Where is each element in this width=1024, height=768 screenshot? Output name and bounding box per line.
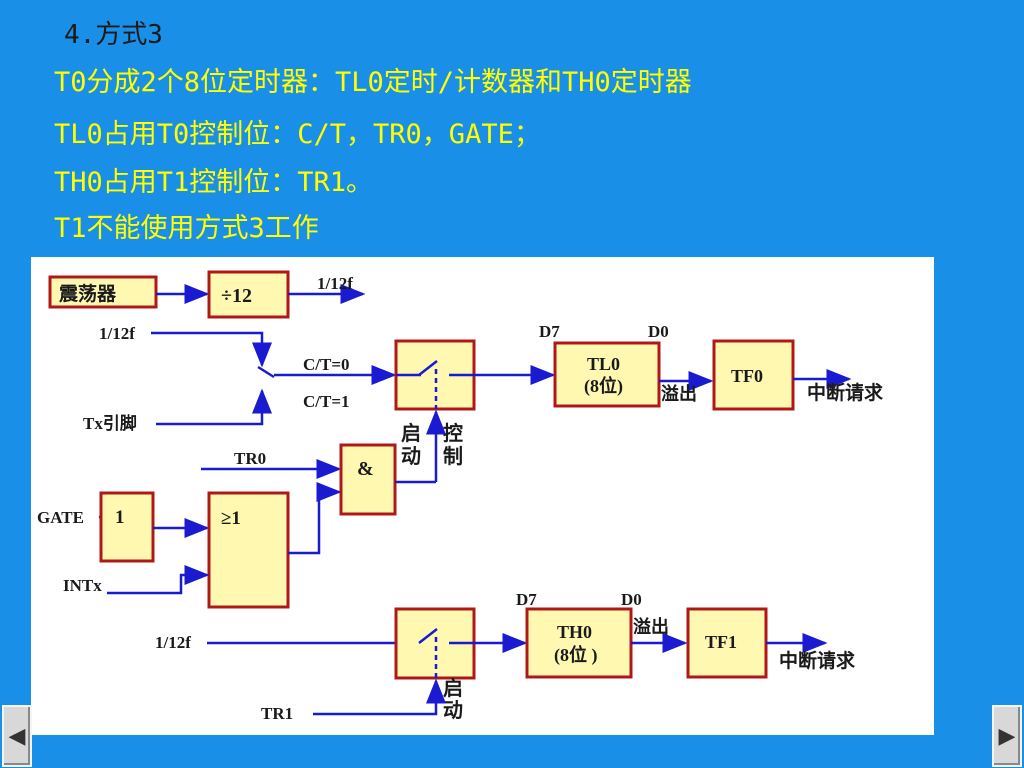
start-bottom-label-1: 启 xyxy=(443,676,463,700)
description-line-1: T0分成2个8位定时器：TL0定时/计数器和TH0定时器 xyxy=(54,67,692,98)
irq-top-label: 中断请求 xyxy=(807,381,884,404)
description-line-2: TL0占用T0控制位：C/T，TR0，GATE； xyxy=(54,119,541,150)
tf1-label: TF1 xyxy=(705,632,737,652)
tx-pin-label: Tx引脚 xyxy=(83,413,137,433)
gate-label: GATE xyxy=(37,508,84,527)
and-gate-box xyxy=(339,443,397,516)
or-gate-label: ≥1 xyxy=(221,508,241,529)
or-gate-box xyxy=(207,491,290,609)
divider-label: ÷12 xyxy=(221,285,252,307)
description-line-3: TH0占用T1控制位：TR1。 xyxy=(54,167,374,198)
oscillator-label: 震荡器 xyxy=(59,282,117,305)
diagram-canvas: 震荡器 ÷12 1/12f 1/12f C/T=0 C/T=1 Tx引脚 D7 … xyxy=(37,270,884,723)
start-label-2: 动 xyxy=(401,445,421,468)
d7-bottom-label: D7 xyxy=(516,590,537,609)
overflow-top-label: 溢出 xyxy=(661,383,697,404)
tf0-flag-box xyxy=(712,339,795,411)
irq-bottom-label: 中断请求 xyxy=(779,649,856,672)
tl0-label-1: TL0 xyxy=(587,354,620,374)
not-gate-label: 1 xyxy=(115,507,125,528)
tr1-wire xyxy=(313,683,438,716)
tr1-label: TR1 xyxy=(261,704,293,723)
next-slide-button[interactable]: ▶ xyxy=(992,705,1022,767)
or-to-and-wire xyxy=(288,482,342,555)
out-freq-label: 1/12f xyxy=(317,274,353,293)
tr0-label: TR0 xyxy=(234,449,266,468)
tx-pin-wire xyxy=(156,393,264,426)
run-switch-top-contact xyxy=(418,360,438,376)
previous-slide-button[interactable]: ◀ xyxy=(2,705,32,767)
freq-input-wire xyxy=(151,331,264,358)
tl0-label-2: (8位) xyxy=(584,375,623,397)
oscillator-box xyxy=(48,275,158,309)
ct-switch-contact xyxy=(257,365,275,379)
in-freq-bottom-label: 1/12f xyxy=(155,633,191,652)
tf1-flag-box xyxy=(686,607,768,679)
not-gate-box xyxy=(99,491,155,563)
intx-wire xyxy=(107,565,210,595)
run-switch-bottom-contact xyxy=(418,628,438,644)
overflow-bottom-label: 溢出 xyxy=(633,616,669,637)
and-gate-label: & xyxy=(357,458,374,480)
d0-bottom-label: D0 xyxy=(621,590,642,609)
description-line-4: T1不能使用方式3工作 xyxy=(54,213,319,244)
th0-label-2: (8位 ) xyxy=(554,644,598,666)
control-label-1: 控 xyxy=(443,421,463,445)
th0-register-box xyxy=(525,607,633,679)
in-freq-top-label: 1/12f xyxy=(99,324,135,343)
tf0-label: TF0 xyxy=(731,366,763,386)
section-heading: 4.方式3 xyxy=(64,20,163,50)
ct0-label: C/T=0 xyxy=(303,355,350,374)
timer-mode3-diagram: 震荡器 ÷12 1/12f 1/12f C/T=0 C/T=1 Tx引脚 D7 … xyxy=(31,257,934,735)
ct1-label: C/T=1 xyxy=(303,392,350,411)
intx-label: INTx xyxy=(63,576,102,595)
tl0-register-box xyxy=(553,341,661,408)
start-label-1: 启 xyxy=(401,421,421,445)
d7-top-label: D7 xyxy=(539,322,560,341)
th0-label-1: TH0 xyxy=(557,622,592,642)
control-label-2: 制 xyxy=(443,445,463,468)
start-bottom-label-2: 动 xyxy=(443,699,463,722)
d0-top-label: D0 xyxy=(648,322,669,341)
